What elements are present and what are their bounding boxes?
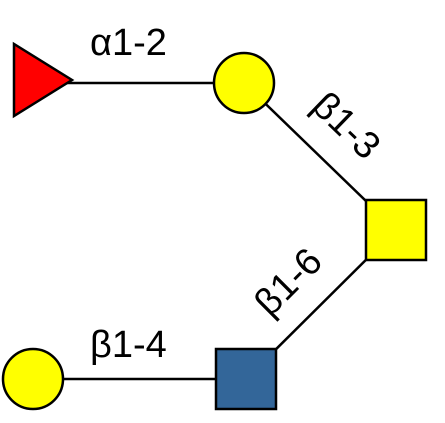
link-label-beta1-4: β1-4: [90, 324, 167, 366]
link-label-beta1-6: β1-6: [247, 240, 331, 324]
yellow-circle-icon-bottom: [1, 347, 65, 411]
yellow-circle-icon-top: [212, 51, 276, 115]
yellow-square-icon: [364, 198, 428, 262]
red-triangle-icon: [12, 41, 75, 119]
link-label-beta1-3: β1-3: [304, 84, 388, 168]
blue-square-icon: [214, 347, 278, 411]
link-label-alpha1-2: α1-2: [90, 22, 167, 64]
